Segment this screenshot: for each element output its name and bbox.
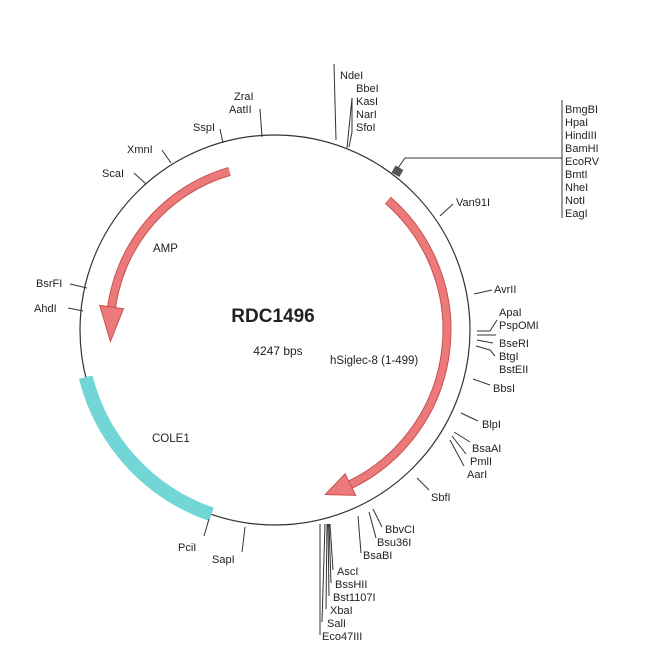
enzyme-label[interactable]: PspOMI	[499, 320, 539, 332]
enzyme-label[interactable]: SfoI	[356, 122, 376, 134]
feature-label-hsiglec8: hSiglec-8 (1-499)	[330, 355, 418, 367]
enzyme-label[interactable]: BamHI	[565, 143, 599, 155]
enzyme-label[interactable]: AvrII	[494, 284, 516, 296]
enzyme-label[interactable]: Bst1107I	[333, 592, 376, 604]
feature-amp-arrow[interactable]	[99, 167, 231, 344]
enzyme-label[interactable]: NarI	[356, 109, 377, 121]
enzyme-label[interactable]: BmgBI	[565, 104, 598, 116]
enzyme-label[interactable]: XbaI	[330, 605, 353, 617]
enzyme-label[interactable]: BlpI	[482, 419, 501, 431]
enzyme-label[interactable]: ScaI	[102, 168, 124, 180]
enzyme-label[interactable]: ZraI	[234, 91, 254, 103]
plasmid-size: 4247 bps	[253, 344, 302, 358]
enzyme-label[interactable]: AhdI	[34, 303, 57, 315]
feature-label-amp: AMP	[153, 243, 178, 255]
enzyme-label[interactable]: PciI	[178, 542, 196, 554]
enzyme-label[interactable]: Eco47III	[322, 631, 362, 643]
feature-label-cole1: COLE1	[152, 433, 190, 445]
enzyme-label[interactable]: SspI	[193, 122, 215, 134]
enzyme-label[interactable]: HindIII	[565, 130, 597, 142]
enzyme-label[interactable]: SbfI	[431, 492, 451, 504]
plasmid-backbone	[79, 134, 471, 526]
enzyme-label[interactable]: BtgI	[499, 351, 519, 363]
feature-cole1-arc[interactable]	[79, 375, 214, 522]
enzyme-label[interactable]: AatII	[229, 104, 252, 116]
enzyme-label[interactable]: BsrFI	[36, 278, 62, 290]
restriction-site-ticks	[67, 63, 563, 635]
enzyme-label[interactable]: BsaBI	[363, 550, 392, 562]
enzyme-label[interactable]: EagI	[565, 208, 588, 220]
enzyme-label[interactable]: BsaAI	[472, 443, 501, 455]
enzyme-label[interactable]: BseRI	[499, 338, 529, 350]
enzyme-label[interactable]: KasI	[356, 96, 378, 108]
enzyme-label[interactable]: AarI	[467, 469, 487, 481]
enzyme-label[interactable]: BbvCI	[385, 524, 415, 536]
enzyme-label[interactable]: HpaI	[565, 117, 588, 129]
enzyme-label[interactable]: SapI	[212, 554, 235, 566]
enzyme-label[interactable]: XmnI	[127, 144, 153, 156]
enzyme-label[interactable]: BssHII	[335, 579, 367, 591]
enzyme-label[interactable]: EcoRV	[565, 156, 600, 168]
enzyme-label[interactable]: BbsI	[493, 383, 515, 395]
enzyme-label[interactable]: ApaI	[499, 307, 522, 319]
enzyme-label[interactable]: Bsu36I	[377, 537, 411, 549]
plasmid-name: RDC1496	[231, 306, 314, 327]
enzyme-label[interactable]: Van91I	[456, 197, 490, 209]
restriction-site-labels: NdeI BbeI KasI NarI SfoI BmgBI HpaI Hind…	[34, 70, 600, 643]
enzyme-label[interactable]: SalI	[327, 618, 346, 630]
feature-hsiglec8-arrow[interactable]	[324, 196, 452, 496]
enzyme-label[interactable]: BbeI	[356, 83, 379, 95]
enzyme-label[interactable]: NdeI	[340, 70, 363, 82]
enzyme-label[interactable]: BstEII	[499, 364, 528, 376]
enzyme-label[interactable]: BmtI	[565, 169, 588, 181]
enzyme-label[interactable]: AscI	[337, 566, 358, 578]
enzyme-label[interactable]: PmlI	[470, 456, 492, 468]
enzyme-label[interactable]: NotI	[565, 195, 585, 207]
enzyme-label[interactable]: NheI	[565, 182, 588, 194]
